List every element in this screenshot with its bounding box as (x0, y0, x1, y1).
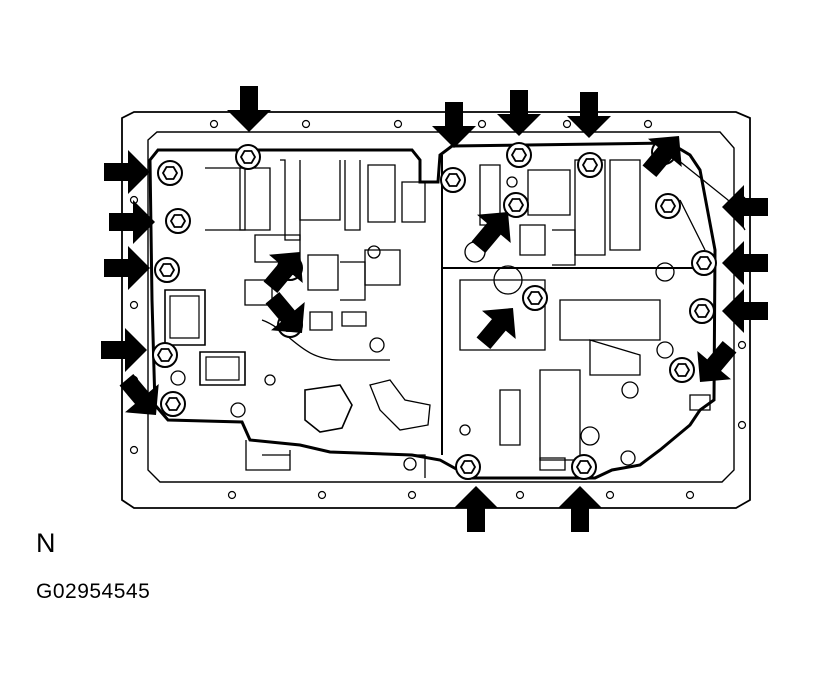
arrow-icon (722, 185, 768, 229)
bolt-icon (689, 298, 715, 324)
bolt-icon (655, 193, 681, 219)
arrow-icon (104, 246, 150, 290)
bolt-icon (522, 285, 548, 311)
bolt-icon (691, 250, 717, 276)
figure-code: G02954545 (36, 580, 151, 603)
bolt-icon (506, 142, 532, 168)
oil-pan (121, 111, 751, 509)
arrow-icon (722, 289, 768, 333)
bolt-icon (577, 152, 603, 178)
bolt-icon (157, 160, 183, 186)
bolt-icon (154, 257, 180, 283)
bolt-icon (669, 357, 695, 383)
bolt-icon (455, 454, 481, 480)
arrow-icon (466, 293, 530, 358)
arrow-icon (104, 150, 150, 194)
valve-body (148, 141, 746, 480)
arrow-icon (558, 486, 602, 532)
view-label: N (36, 528, 56, 558)
arrow-icon (497, 90, 541, 136)
arrow-icon (227, 86, 271, 132)
arrow-icon (454, 486, 498, 532)
bolt-icon (152, 342, 178, 368)
bolt-pointer-arrows (101, 86, 768, 532)
arrow-icon (567, 92, 611, 138)
bolt-icon (160, 391, 186, 417)
bolt-icon (440, 167, 466, 193)
bolt-icon (571, 454, 597, 480)
arrow-icon (101, 328, 147, 372)
bolt-icon (165, 208, 191, 234)
arrow-icon (432, 102, 476, 148)
arrow-icon (722, 241, 768, 285)
bolts (152, 139, 717, 480)
bolt-icon (235, 144, 261, 170)
